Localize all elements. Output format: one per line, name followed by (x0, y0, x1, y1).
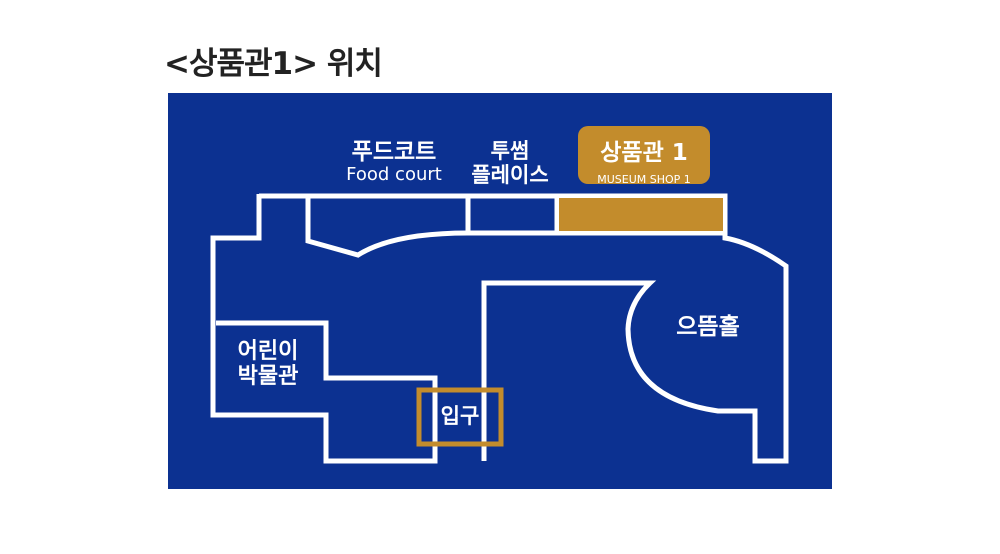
children-museum-line2: 박물관 (237, 364, 299, 390)
twosome-name-line2: 플레이스 (471, 163, 549, 188)
hall-label: 으뜸홀 (668, 314, 748, 340)
page-title: <상품관1> 위치 (164, 46, 383, 82)
museum-shop-bay (559, 198, 723, 231)
children-museum-line1: 어린이 (237, 339, 299, 364)
museum-shop-name-en: MUSEUM SHOP 1 (597, 173, 691, 186)
floor-map: 푸드코트 Food court 투썸 플레이스 상품관 1 MUSEUM SHO… (168, 93, 832, 489)
food-court-label: 푸드코트 Food court (328, 139, 460, 186)
building-outline (210, 194, 438, 464)
building-outline-top (256, 193, 789, 464)
entrance-name: 입구 (440, 404, 480, 428)
corridor-wall (305, 196, 725, 258)
museum-shop-name-kr: 상품관 1 (600, 140, 688, 166)
food-court-name-en: Food court (346, 164, 442, 186)
museum-shop-badge: 상품관 1 MUSEUM SHOP 1 (578, 126, 710, 186)
twosome-name-line1: 투썸 (490, 139, 530, 163)
floor-plan-walls (210, 193, 789, 464)
twosome-label: 투썸 플레이스 (460, 139, 560, 187)
entrance-marker (416, 387, 504, 447)
entrance-label: 입구 (424, 404, 496, 428)
hall-name: 으뜸홀 (676, 314, 740, 340)
food-court-name-kr: 푸드코트 (351, 139, 437, 165)
children-museum-label: 어린이 박물관 (230, 339, 306, 390)
